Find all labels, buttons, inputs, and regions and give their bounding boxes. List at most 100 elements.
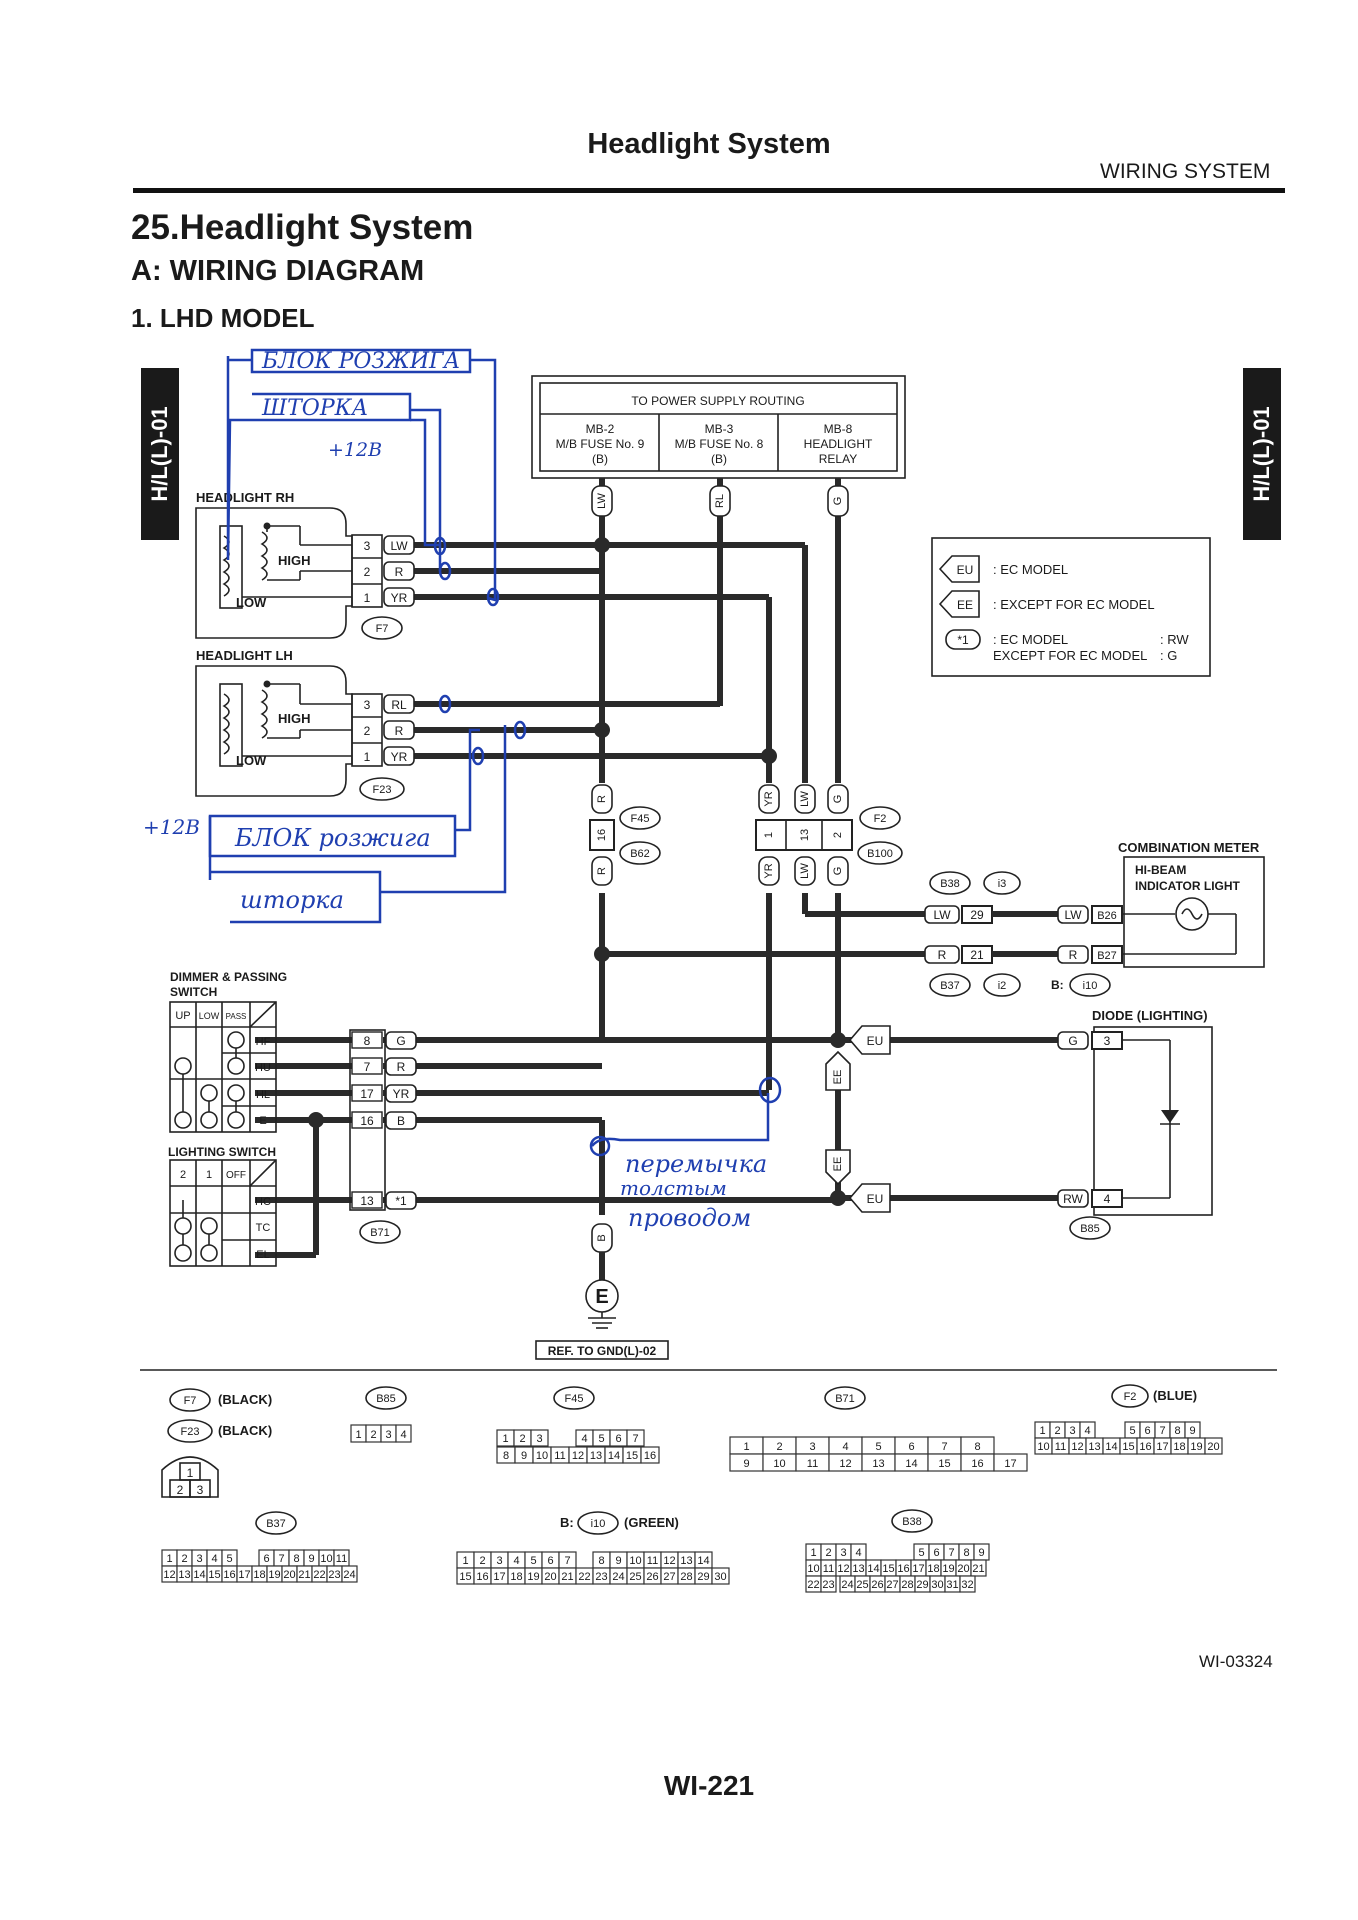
pin-f2-9: 9 bbox=[1189, 1425, 1195, 1437]
svg-text:G: G bbox=[832, 795, 844, 804]
pin-i10-17: 17 bbox=[493, 1571, 505, 1583]
pin-f45-14: 14 bbox=[608, 1450, 620, 1462]
pin-i10-7: 7 bbox=[564, 1555, 570, 1567]
pin-b71-17: 17 bbox=[1004, 1458, 1016, 1470]
svg-text:HU: HU bbox=[255, 1062, 271, 1074]
svg-text:1: 1 bbox=[364, 591, 371, 605]
pin-i10-26: 26 bbox=[646, 1571, 658, 1583]
svg-text:SWITCH: SWITCH bbox=[170, 985, 217, 999]
pin-f45-3: 3 bbox=[536, 1433, 542, 1445]
pin-b37-15: 15 bbox=[208, 1569, 220, 1581]
pin-b38-4: 4 bbox=[855, 1547, 861, 1559]
pin-b37-17: 17 bbox=[238, 1569, 250, 1581]
svg-text:B100: B100 bbox=[867, 848, 893, 860]
pin-b38-15: 15 bbox=[882, 1563, 894, 1575]
pin-f2-18: 18 bbox=[1173, 1441, 1185, 1453]
pin-i10-13: 13 bbox=[680, 1555, 692, 1567]
pin-f2-16: 16 bbox=[1139, 1441, 1151, 1453]
svg-text:LOW: LOW bbox=[199, 1011, 220, 1021]
svg-text:: G: : G bbox=[1160, 648, 1177, 663]
svg-text:YR: YR bbox=[391, 591, 408, 605]
svg-text:29: 29 bbox=[970, 908, 984, 922]
svg-text:LW: LW bbox=[390, 539, 408, 553]
svg-text:+12В: +12В bbox=[143, 815, 200, 839]
svg-text:R: R bbox=[596, 867, 608, 875]
heading-model: 1. LHD MODEL bbox=[131, 303, 315, 333]
pin-b37-20: 20 bbox=[283, 1569, 295, 1581]
svg-text:HEADLIGHT RH: HEADLIGHT RH bbox=[196, 490, 294, 505]
svg-text:(BLACK): (BLACK) bbox=[218, 1392, 272, 1407]
pin-b38-12: 12 bbox=[837, 1563, 849, 1575]
heading-system: 25.Headlight System bbox=[131, 208, 474, 247]
pin-f2-14: 14 bbox=[1105, 1441, 1117, 1453]
svg-text:B27: B27 bbox=[1097, 950, 1117, 962]
svg-text:UP: UP bbox=[175, 1010, 190, 1022]
wire-labels-top: LW RL G bbox=[591, 485, 849, 517]
pin-i10-9: 9 bbox=[615, 1555, 621, 1567]
svg-text:EE: EE bbox=[957, 598, 973, 612]
svg-text:i3: i3 bbox=[998, 878, 1007, 890]
svg-text:LW: LW bbox=[799, 791, 811, 807]
svg-text:LW: LW bbox=[1064, 908, 1082, 922]
pin-f45-4: 4 bbox=[581, 1433, 587, 1445]
svg-text:HF: HF bbox=[256, 1036, 271, 1048]
pin-i10-30: 30 bbox=[714, 1571, 726, 1583]
pin-b71-3: 3 bbox=[809, 1441, 815, 1453]
svg-text:4: 4 bbox=[1104, 1192, 1111, 1206]
svg-text:RL: RL bbox=[714, 494, 726, 508]
svg-text:R: R bbox=[938, 948, 947, 962]
svg-text:3: 3 bbox=[364, 539, 371, 553]
pin-f45-10: 10 bbox=[536, 1450, 548, 1462]
svg-text:R: R bbox=[395, 724, 404, 738]
svg-text:i2: i2 bbox=[998, 980, 1007, 992]
pin-b38-25: 25 bbox=[856, 1579, 868, 1591]
svg-text:B71: B71 bbox=[835, 1393, 855, 1405]
connector-view-f7-f23: F7 (BLACK) F23 (BLACK) 1 2 3 bbox=[161, 1388, 272, 1498]
headlight-rh: HEADLIGHT RH HIGH LOW 3 2 1 LW R YR F7 bbox=[195, 490, 415, 640]
svg-text:HIGH: HIGH bbox=[278, 553, 311, 568]
pin-f2-15: 15 bbox=[1122, 1441, 1134, 1453]
pin-b37-4: 4 bbox=[211, 1553, 217, 1565]
pin-f2-6: 6 bbox=[1144, 1425, 1150, 1437]
pin-b37-8: 8 bbox=[293, 1553, 299, 1565]
pin-b37-22: 22 bbox=[313, 1569, 325, 1581]
pin-b71-15: 15 bbox=[938, 1458, 950, 1470]
pin-f2-5: 5 bbox=[1129, 1425, 1135, 1437]
junction-dots bbox=[308, 537, 846, 1206]
svg-text:B71: B71 bbox=[370, 1227, 390, 1239]
svg-text:G: G bbox=[832, 497, 844, 506]
svg-text:F23: F23 bbox=[373, 784, 392, 796]
svg-text:YR: YR bbox=[763, 863, 775, 878]
pin-b38-23: 23 bbox=[822, 1579, 834, 1591]
pin-f2-13: 13 bbox=[1088, 1441, 1100, 1453]
pin-f45-6: 6 bbox=[615, 1433, 621, 1445]
pin-f2-10: 10 bbox=[1037, 1441, 1049, 1453]
pin-b37-12: 12 bbox=[163, 1569, 175, 1581]
svg-text:16: 16 bbox=[596, 829, 608, 841]
pin-i10-12: 12 bbox=[663, 1555, 675, 1567]
svg-text:перемычка: перемычка bbox=[625, 1150, 767, 1178]
pin-f45-7: 7 bbox=[632, 1433, 638, 1445]
svg-text:B38: B38 bbox=[902, 1516, 922, 1528]
diode-lighting: DIODE (LIGHTING) G 3 RW 4 B85 bbox=[1057, 1008, 1213, 1240]
svg-text:TO POWER SUPPLY ROUTING: TO POWER SUPPLY ROUTING bbox=[631, 394, 804, 408]
pin-b37-13: 13 bbox=[178, 1569, 190, 1581]
svg-text:B: B bbox=[596, 1234, 608, 1241]
pin-i10-8: 8 bbox=[598, 1555, 604, 1567]
pin-b71-9: 9 bbox=[743, 1458, 749, 1470]
svg-text:3: 3 bbox=[1104, 1034, 1111, 1048]
svg-text:EL: EL bbox=[256, 1249, 269, 1261]
pin-i10-4: 4 bbox=[513, 1555, 519, 1567]
svg-text:G: G bbox=[396, 1034, 405, 1048]
pin-b38-7: 7 bbox=[948, 1547, 954, 1559]
pin-b37-7: 7 bbox=[278, 1553, 284, 1565]
header-rule bbox=[133, 188, 1285, 193]
connector-b38-b37: B38 i3 LW 29 R 21 B37 i2 B: i10 bbox=[924, 871, 1111, 997]
svg-text:проводом: проводом bbox=[628, 1204, 751, 1232]
svg-text:B85: B85 bbox=[1080, 1223, 1100, 1235]
pin-b71-13: 13 bbox=[872, 1458, 884, 1470]
svg-text:(B): (B) bbox=[711, 452, 727, 466]
pin-i10-19: 19 bbox=[527, 1571, 539, 1583]
svg-text:(B): (B) bbox=[592, 452, 608, 466]
